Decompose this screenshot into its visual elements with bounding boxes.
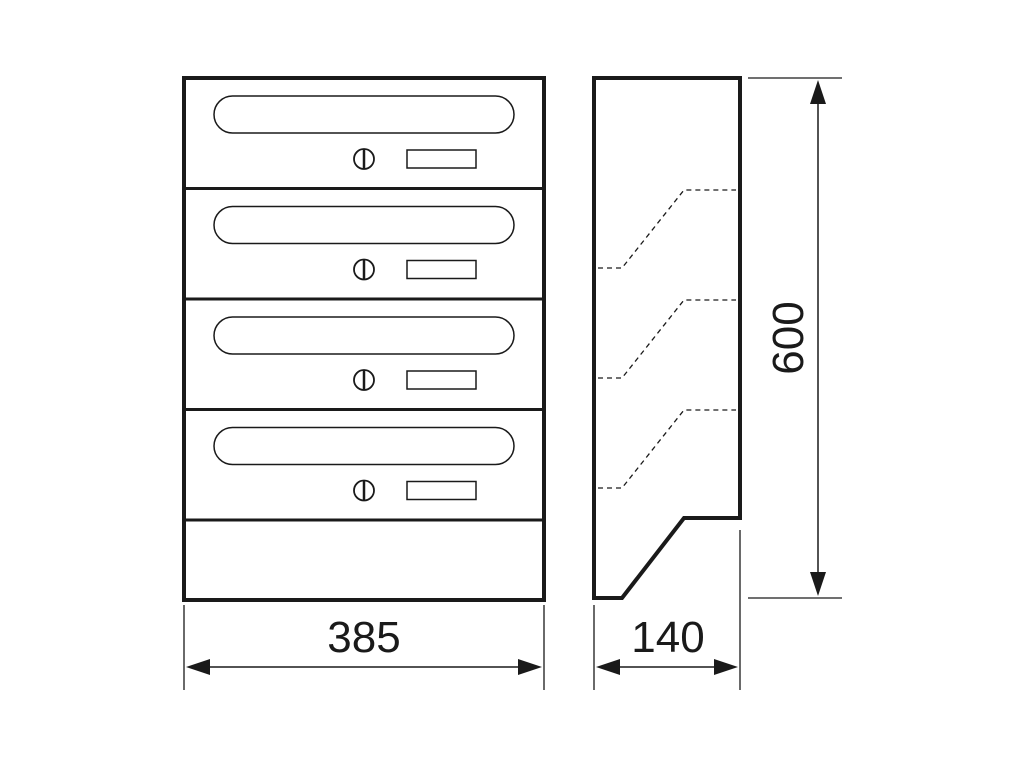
dimension-depth: 140 (593, 530, 741, 690)
mailbox-2 (184, 187, 544, 281)
width-label: 385 (327, 613, 400, 662)
lock-icon (353, 148, 375, 170)
nameplate-icon (406, 259, 477, 280)
nameplate-icon (406, 480, 477, 501)
mail-slot-icon (213, 426, 515, 466)
mailbox-3 (184, 297, 544, 391)
side-profile-outline (592, 76, 742, 600)
lock-icon (353, 479, 375, 502)
front-view (182, 76, 546, 602)
hidden-shelf-3 (598, 409, 736, 489)
arrowhead-depth-left-icon (596, 659, 620, 675)
arrowhead-depth-right-icon (714, 659, 738, 675)
height-label: 600 (764, 301, 813, 374)
lock-icon (353, 258, 375, 281)
side-view (592, 76, 742, 600)
depth-label: 140 (631, 613, 704, 662)
mailbox-4 (184, 408, 544, 502)
dimension-width: 385 (183, 605, 545, 690)
mail-slot-icon (213, 95, 515, 134)
front-outer-frame (182, 76, 546, 602)
hidden-shelf-lines (598, 189, 736, 489)
arrowhead-top-icon (810, 80, 826, 104)
mail-slot-icon (213, 205, 515, 245)
nameplate-icon (406, 370, 477, 390)
dimension-height: 600 (748, 77, 842, 599)
nameplate-icon (406, 149, 477, 169)
arrowhead-right-icon (518, 659, 542, 675)
arrowhead-left-icon (186, 659, 210, 675)
hidden-shelf-2 (598, 299, 736, 379)
hidden-shelf-1 (598, 189, 736, 269)
bottom-panel (186, 522, 542, 598)
mailbox-1 (213, 95, 515, 170)
mailbox-rows (184, 95, 544, 502)
arrowhead-bottom-icon (810, 572, 826, 596)
lock-icon (353, 369, 375, 391)
mail-slot-icon (213, 316, 515, 355)
